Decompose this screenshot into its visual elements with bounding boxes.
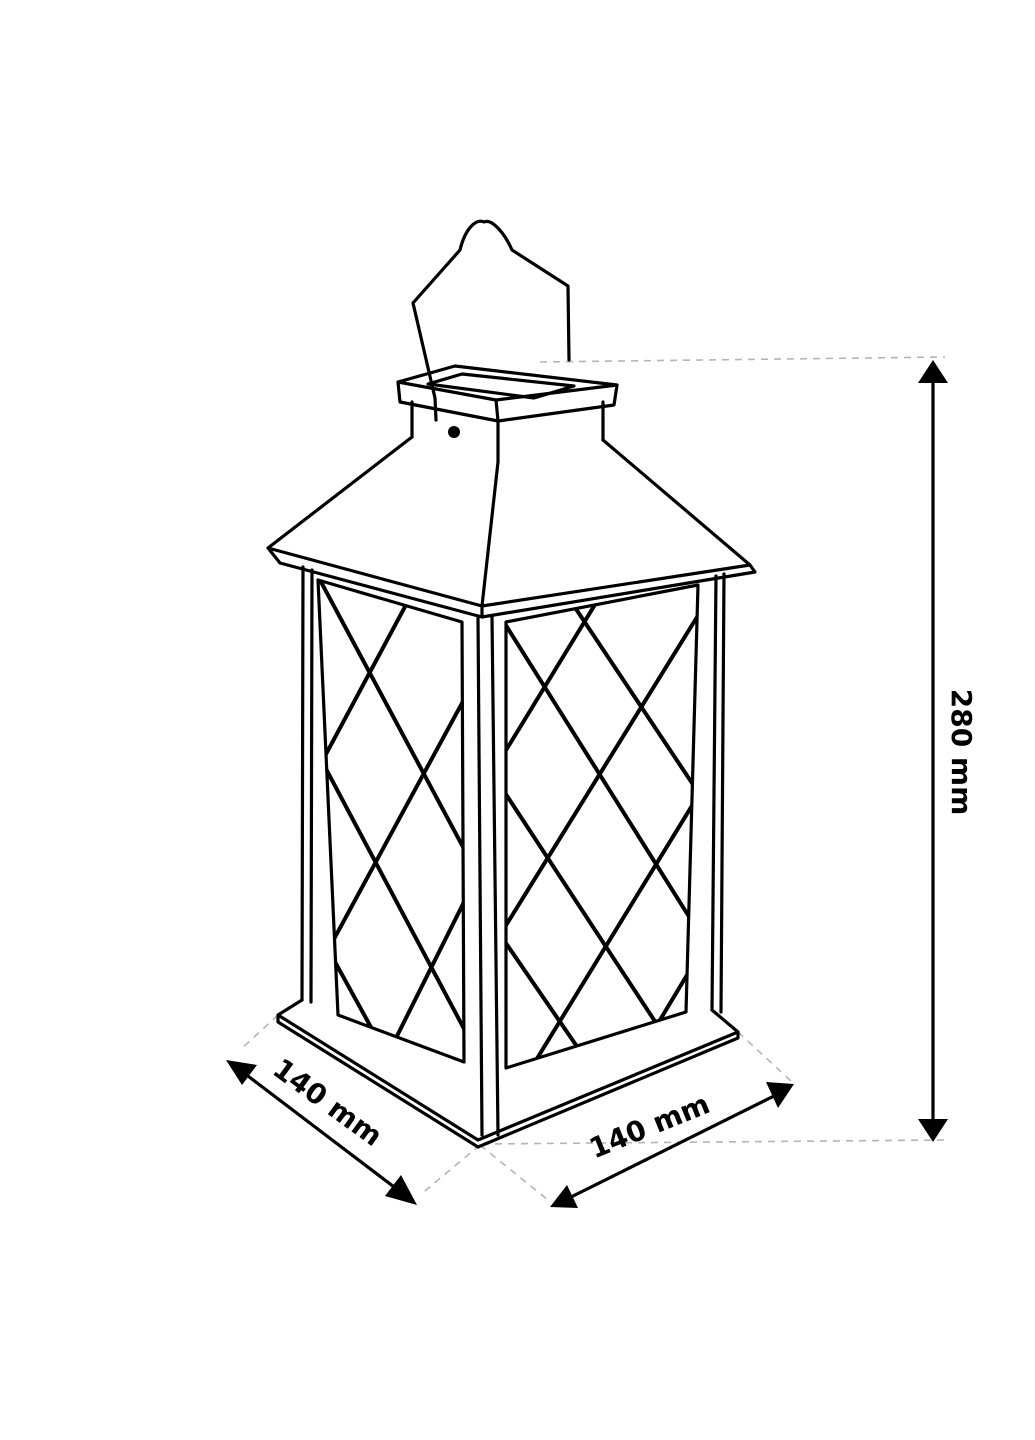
left-pane-frame	[316, 578, 466, 1064]
width-left-dimension: 140 mm	[226, 1052, 417, 1205]
arrow-left-end-icon	[550, 1185, 578, 1208]
top-guide	[539, 356, 946, 363]
handle	[411, 219, 571, 422]
width-left-dimension-line	[239, 1068, 403, 1195]
base-front-left-guide	[419, 1144, 481, 1196]
left-pane-lattice	[318, 580, 464, 1062]
handle-hinge	[448, 426, 460, 438]
roof	[266, 435, 757, 619]
height-label: 280 mm	[945, 689, 978, 816]
dimension-guides	[239, 356, 946, 1201]
width-right-label: 140 mm	[585, 1087, 715, 1165]
right-pane-lattice	[506, 585, 698, 1068]
width-right-dimension-line	[564, 1091, 781, 1202]
arrow-right-end-icon	[385, 1175, 417, 1205]
base	[276, 998, 740, 1149]
base-left-guide	[239, 1014, 279, 1051]
arrow-right-end-icon	[766, 1082, 794, 1108]
lantern-illustration	[266, 219, 757, 1149]
solar-cap	[396, 364, 619, 423]
body-frame	[300, 565, 726, 1137]
arrow-left-end-icon	[226, 1060, 257, 1085]
right-pane-frame	[504, 583, 700, 1070]
arrow-up-icon	[918, 360, 948, 383]
bottom-guide	[481, 1139, 946, 1145]
cap-neck	[410, 400, 605, 464]
base-right-guide	[737, 1031, 793, 1083]
solar-panel	[426, 372, 576, 400]
arrow-down-icon	[918, 1119, 948, 1142]
height-dimension: 280 mm	[918, 360, 978, 1142]
base-front-right-guide	[479, 1144, 549, 1201]
